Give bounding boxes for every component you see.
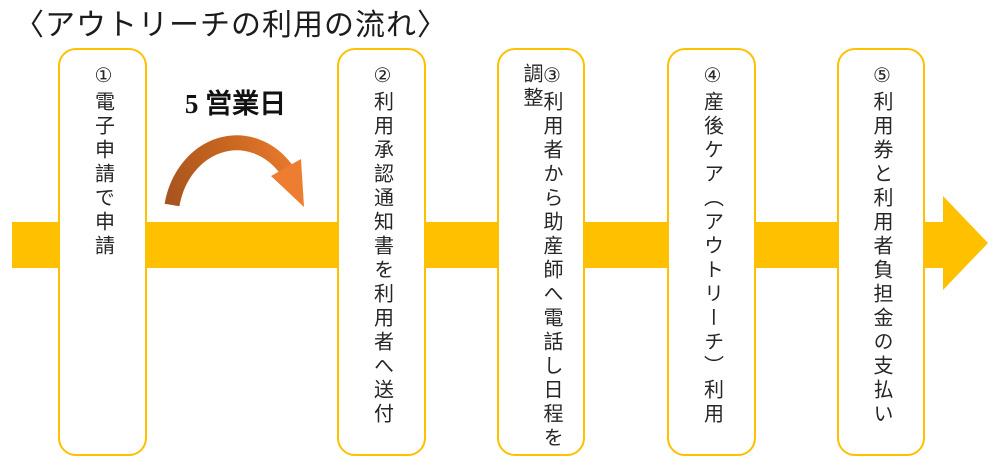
- business-days-label: 5 営業日: [184, 89, 287, 119]
- step-box-5: ⑤利用券と利用者負担金の支払い: [837, 48, 925, 456]
- flow-arrow-head-icon: [943, 196, 988, 290]
- step-text-3: ③利用者から助産師へ電話し日程を調整: [520, 63, 562, 451]
- step-box-1: ①電子申請で申請: [58, 48, 147, 456]
- step-text-5: ⑤利用券と利用者負担金の支払い: [870, 63, 892, 427]
- step-text-4: ④産後ケア（アウトリーチ）利用: [700, 63, 723, 427]
- step-text-1: ①電子申請で申請: [91, 63, 114, 259]
- step-box-4: ④産後ケア（アウトリーチ）利用: [667, 48, 756, 456]
- flow-arrow-shaft: [12, 222, 943, 268]
- curved-clockwise-arrow-icon: [164, 135, 304, 207]
- step-box-3: ③利用者から助産師へ電話し日程を調整: [497, 48, 585, 456]
- step-box-2: ②利用承認通知書を利用者へ送付: [337, 48, 426, 456]
- page-title: 〈アウトリーチの利用の流れ〉: [14, 9, 448, 42]
- step-text-2: ②利用承認通知書を利用者へ送付: [370, 63, 393, 427]
